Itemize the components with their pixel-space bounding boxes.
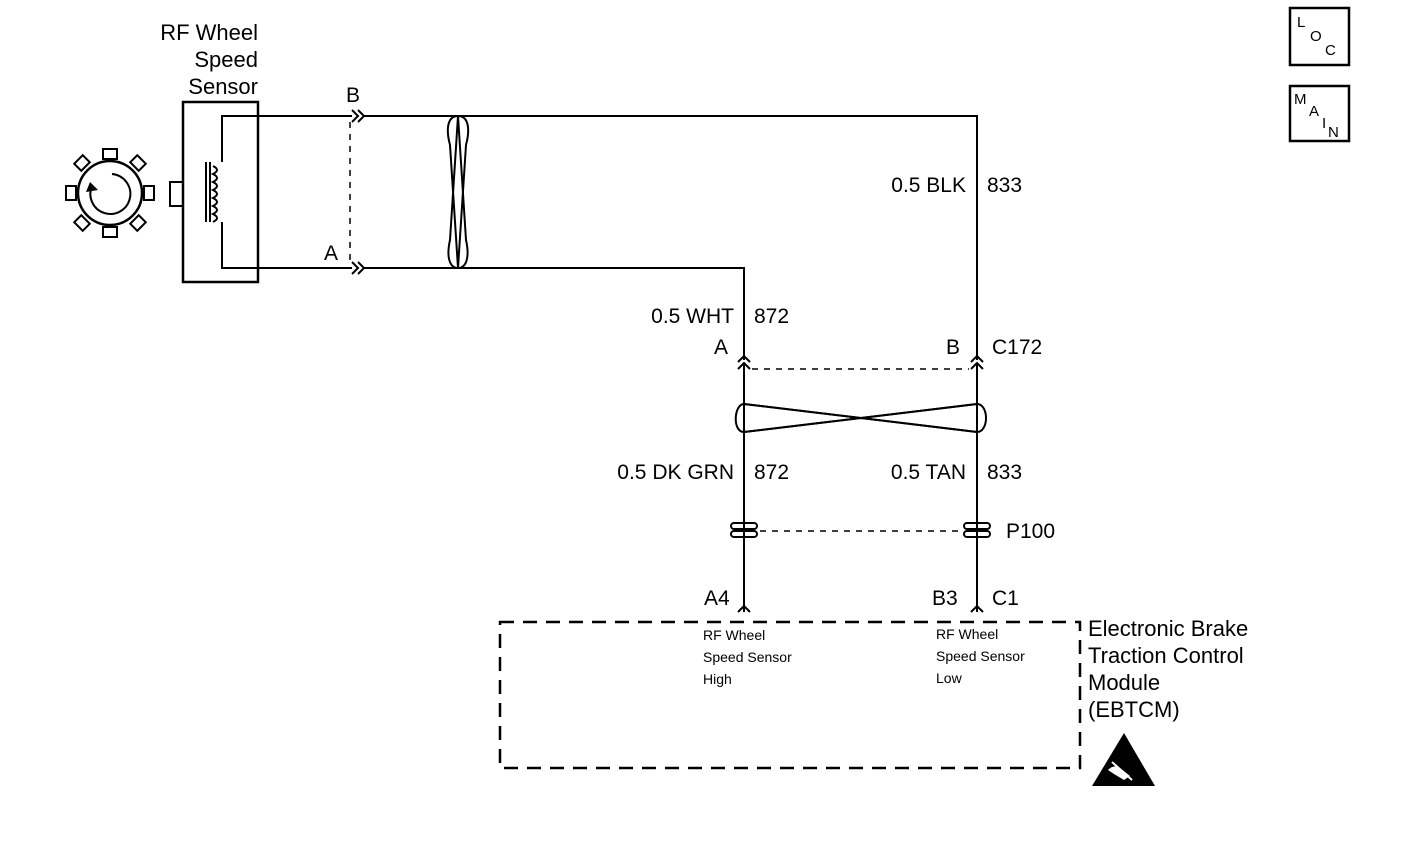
- sensor-title-line-1: RF Wheel: [160, 20, 258, 45]
- module-low-label-line-1: RF Wheel: [936, 626, 998, 642]
- connector-c172: A B C172: [714, 336, 1042, 370]
- module-pin-a4-label: A4: [704, 587, 730, 610]
- wire-tan-circuit: 833: [987, 461, 1022, 484]
- sensor-title-line-3: Sensor: [188, 74, 258, 99]
- loc-button[interactable]: L O C: [1288, 6, 1351, 67]
- sensor-housing: [181, 100, 260, 284]
- twisted-pair-symbol-upper: [446, 114, 470, 270]
- wire-blk-circuit: 833: [987, 174, 1022, 197]
- ebtcm-module-outline: [498, 620, 1082, 770]
- wire-dkgrn-size-color: 0.5 DK GRN: [617, 461, 734, 484]
- wire-wht-circuit: 872: [754, 305, 789, 328]
- module-name-line-2: Traction Control: [1088, 643, 1244, 668]
- main-letter-m: M: [1294, 91, 1307, 108]
- twisted-pair-symbol-lower: [734, 402, 987, 434]
- esd-warning-icon: [1092, 733, 1155, 786]
- loc-letter-c: C: [1325, 42, 1336, 59]
- wire-blk-size-color: 0.5 BLK: [891, 174, 966, 197]
- circuit-872-wire: [258, 261, 745, 360]
- module-high-label-line-2: Speed Sensor: [703, 649, 792, 665]
- main-button[interactable]: M A I N: [1288, 84, 1351, 143]
- ebtcm-module: RF Wheel Speed Sensor High RF Wheel Spee…: [498, 620, 1082, 770]
- wire-wht-size-color: 0.5 WHT: [651, 305, 734, 328]
- module-high-label-line-3: High: [703, 671, 732, 687]
- main-letter-n: N: [1328, 124, 1339, 141]
- loc-letter-o: O: [1310, 28, 1322, 45]
- sensor-terminal-b-label: B: [346, 84, 360, 107]
- module-name-line-3: Module: [1088, 670, 1160, 695]
- module-name-line-1: Electronic Brake: [1088, 616, 1248, 641]
- c172-pin-b-label: B: [946, 336, 960, 359]
- module-pin-a4-marker: [737, 604, 751, 613]
- sensor-title-line-2: Speed: [194, 47, 258, 72]
- circuit-833-wire: [258, 109, 978, 360]
- p100-name-label: P100: [1006, 520, 1055, 543]
- rf-wheel-speed-sensor: RF Wheel Speed Sensor: [65, 20, 260, 284]
- tone-wheel-icon: [65, 148, 184, 238]
- module-pin-b3-label: B3: [932, 587, 958, 610]
- module-low-label-line-3: Low: [936, 670, 963, 686]
- c172-name-label: C172: [992, 336, 1042, 359]
- module-name-line-4: (EBTCM): [1088, 697, 1180, 722]
- module-high-label-line-1: RF Wheel: [703, 627, 765, 643]
- module-low-label-line-2: Speed Sensor: [936, 648, 1025, 664]
- c172-pin-a-label: A: [714, 336, 728, 359]
- connector-p100: P100: [730, 520, 1055, 543]
- module-pin-c1-label: C1: [992, 587, 1019, 610]
- wire-dkgrn-circuit: 872: [754, 461, 789, 484]
- sensor-terminal-a-label: A: [324, 242, 338, 265]
- loc-letter-l: L: [1297, 14, 1305, 31]
- wire-tan-size-color: 0.5 TAN: [891, 461, 966, 484]
- coil-icon: [205, 115, 258, 269]
- main-letter-a: A: [1309, 103, 1319, 120]
- module-pin-c1-marker: [970, 604, 984, 613]
- main-letter-i: I: [1322, 115, 1326, 132]
